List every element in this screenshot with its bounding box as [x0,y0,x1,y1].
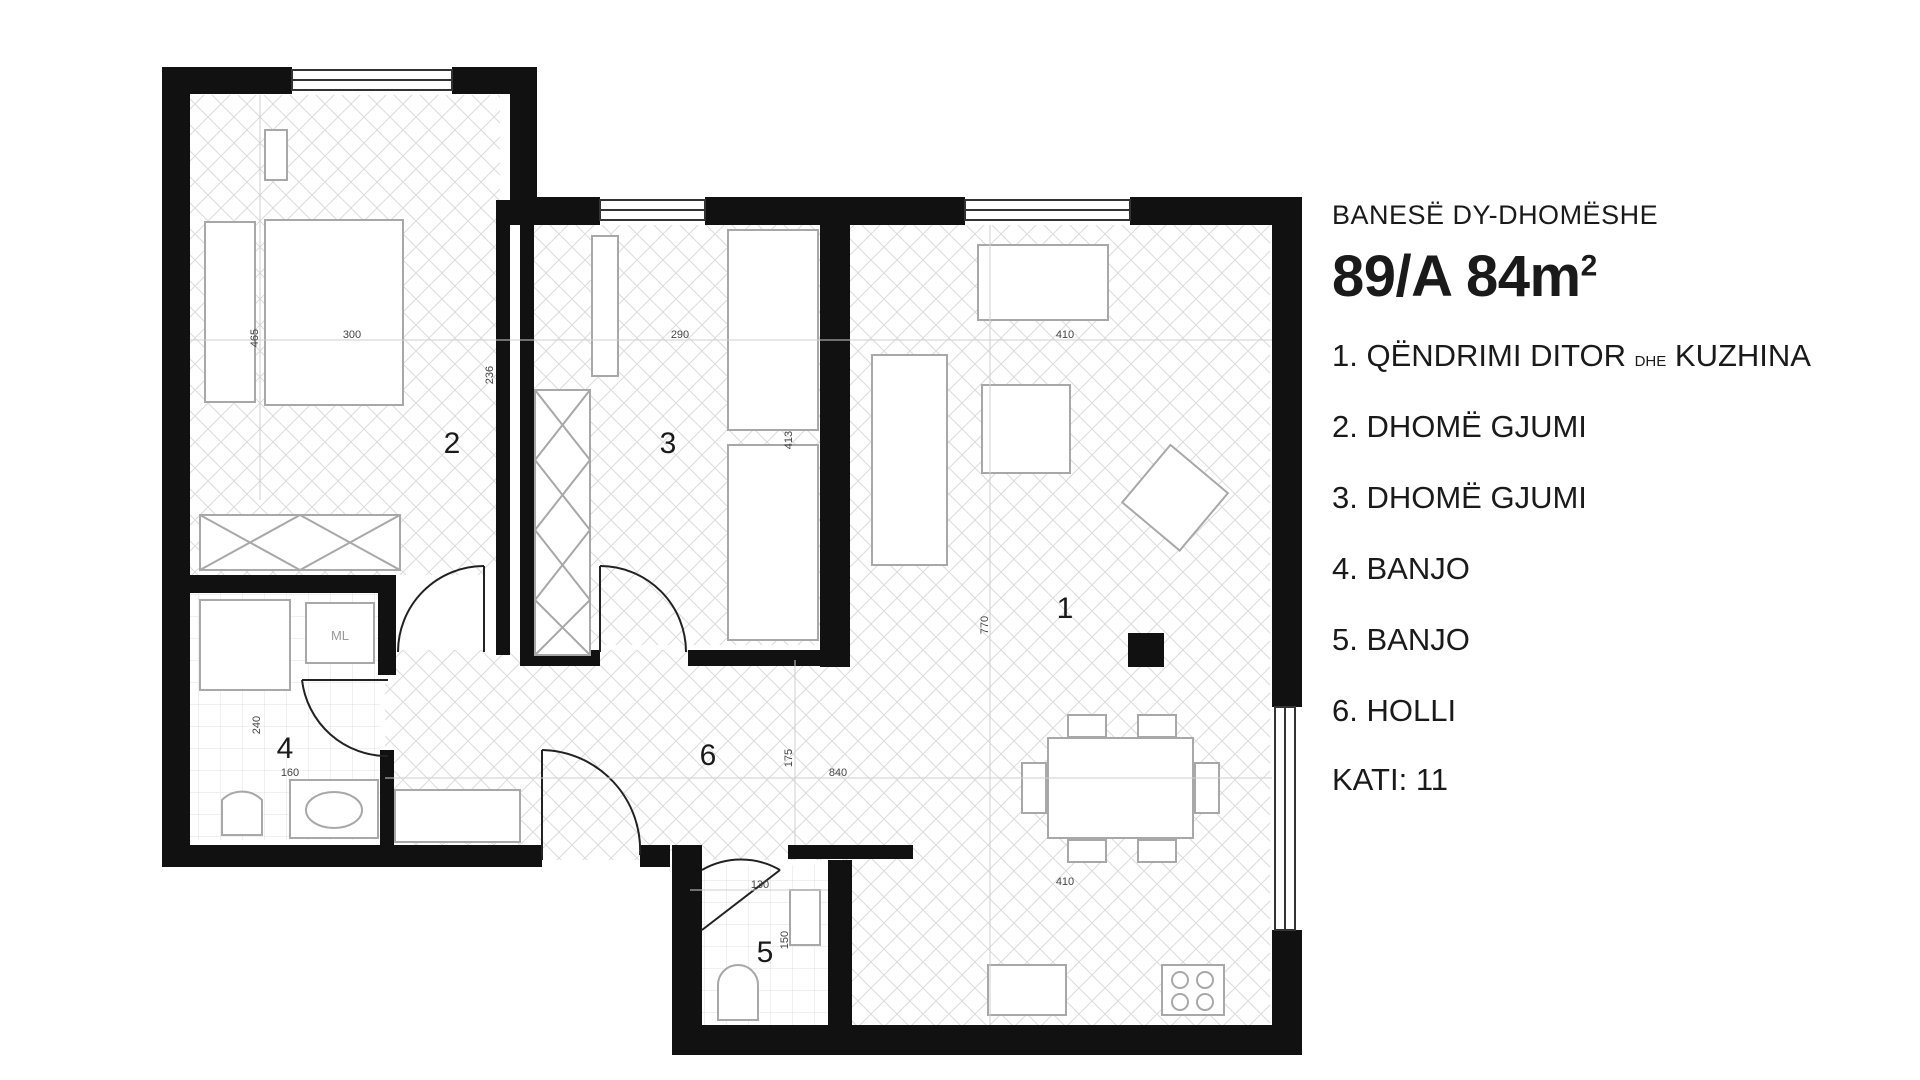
area-superscript: 2 [1580,249,1598,283]
dim-240: 240 [251,716,263,734]
dim-175: 175 [783,749,795,767]
dim-770: 770 [979,616,991,634]
room-list-item: 3. DHOMË GJUMI [1332,480,1587,515]
dim-410-bottom: 410 [1056,876,1074,888]
dim-150: 150 [779,931,791,949]
washing-machine-label: ML [331,628,349,643]
dim-290: 290 [671,329,689,341]
dim-236: 236 [484,366,496,384]
furniture [199,129,1230,1021]
apartment-type: BANESË DY-DHOMËSHE [1332,200,1659,230]
room-list-item: 1. QËNDRIMI DITOR DHE KUZHINA [1332,336,1811,407]
windows [291,69,1296,931]
legend: BANESË DY-DHOMËSHE 89/A 84m2 1. QËNDRIMI… [1332,200,1811,798]
dim-840: 840 [829,767,847,779]
room-1-suffix: KUZHINA [1674,338,1811,373]
sofa-icon [871,354,948,566]
room-list-item: 4. BANJO [1332,551,1470,586]
floor-number: KATI: 11 [1332,762,1449,797]
dim-413: 413 [783,431,795,449]
floor-plan: 1 2 3 4 5 6 ML 465 300 236 290 413 410 7… [162,67,1302,1055]
room-number-1: 1 [1057,592,1074,625]
room-number-2: 2 [444,427,461,460]
dimension-lines [190,95,1272,1025]
room-list-item: 2. DHOMË GJUMI [1332,409,1587,444]
unit-number: 89/A [1332,244,1451,309]
dim-160: 160 [281,767,299,779]
walls [162,67,1302,1055]
room-number-4: 4 [277,732,294,765]
dim-410-top: 410 [1056,329,1074,341]
room-list-item: 6. HOLLI [1332,693,1457,728]
dim-300: 300 [343,329,361,341]
room-list: 1. QËNDRIMI DITOR DHE KUZHINA 2. DHOMË G… [1332,336,1811,762]
dimension-labels: 465 300 236 290 413 410 770 240 160 175 … [249,329,1074,949]
room-list-item: 5. BANJO [1332,622,1470,657]
dim-130: 130 [751,879,769,891]
doors [301,565,781,931]
unit-title: 89/A 84m2 [1332,243,1811,310]
room-numbers: 1 2 3 4 5 6 [277,427,1074,969]
unit-area: 84m [1466,244,1581,309]
room-1-joiner: DHE [1634,353,1667,370]
room-number-5: 5 [757,936,774,969]
room-number-6: 6 [700,739,717,772]
room-1-label: 1. QËNDRIMI DITOR [1332,338,1626,373]
washing-machine-icon [305,602,375,664]
dim-465: 465 [249,329,261,347]
bed-icon [264,219,404,406]
room-number-3: 3 [660,427,677,460]
column-block [1128,633,1164,667]
